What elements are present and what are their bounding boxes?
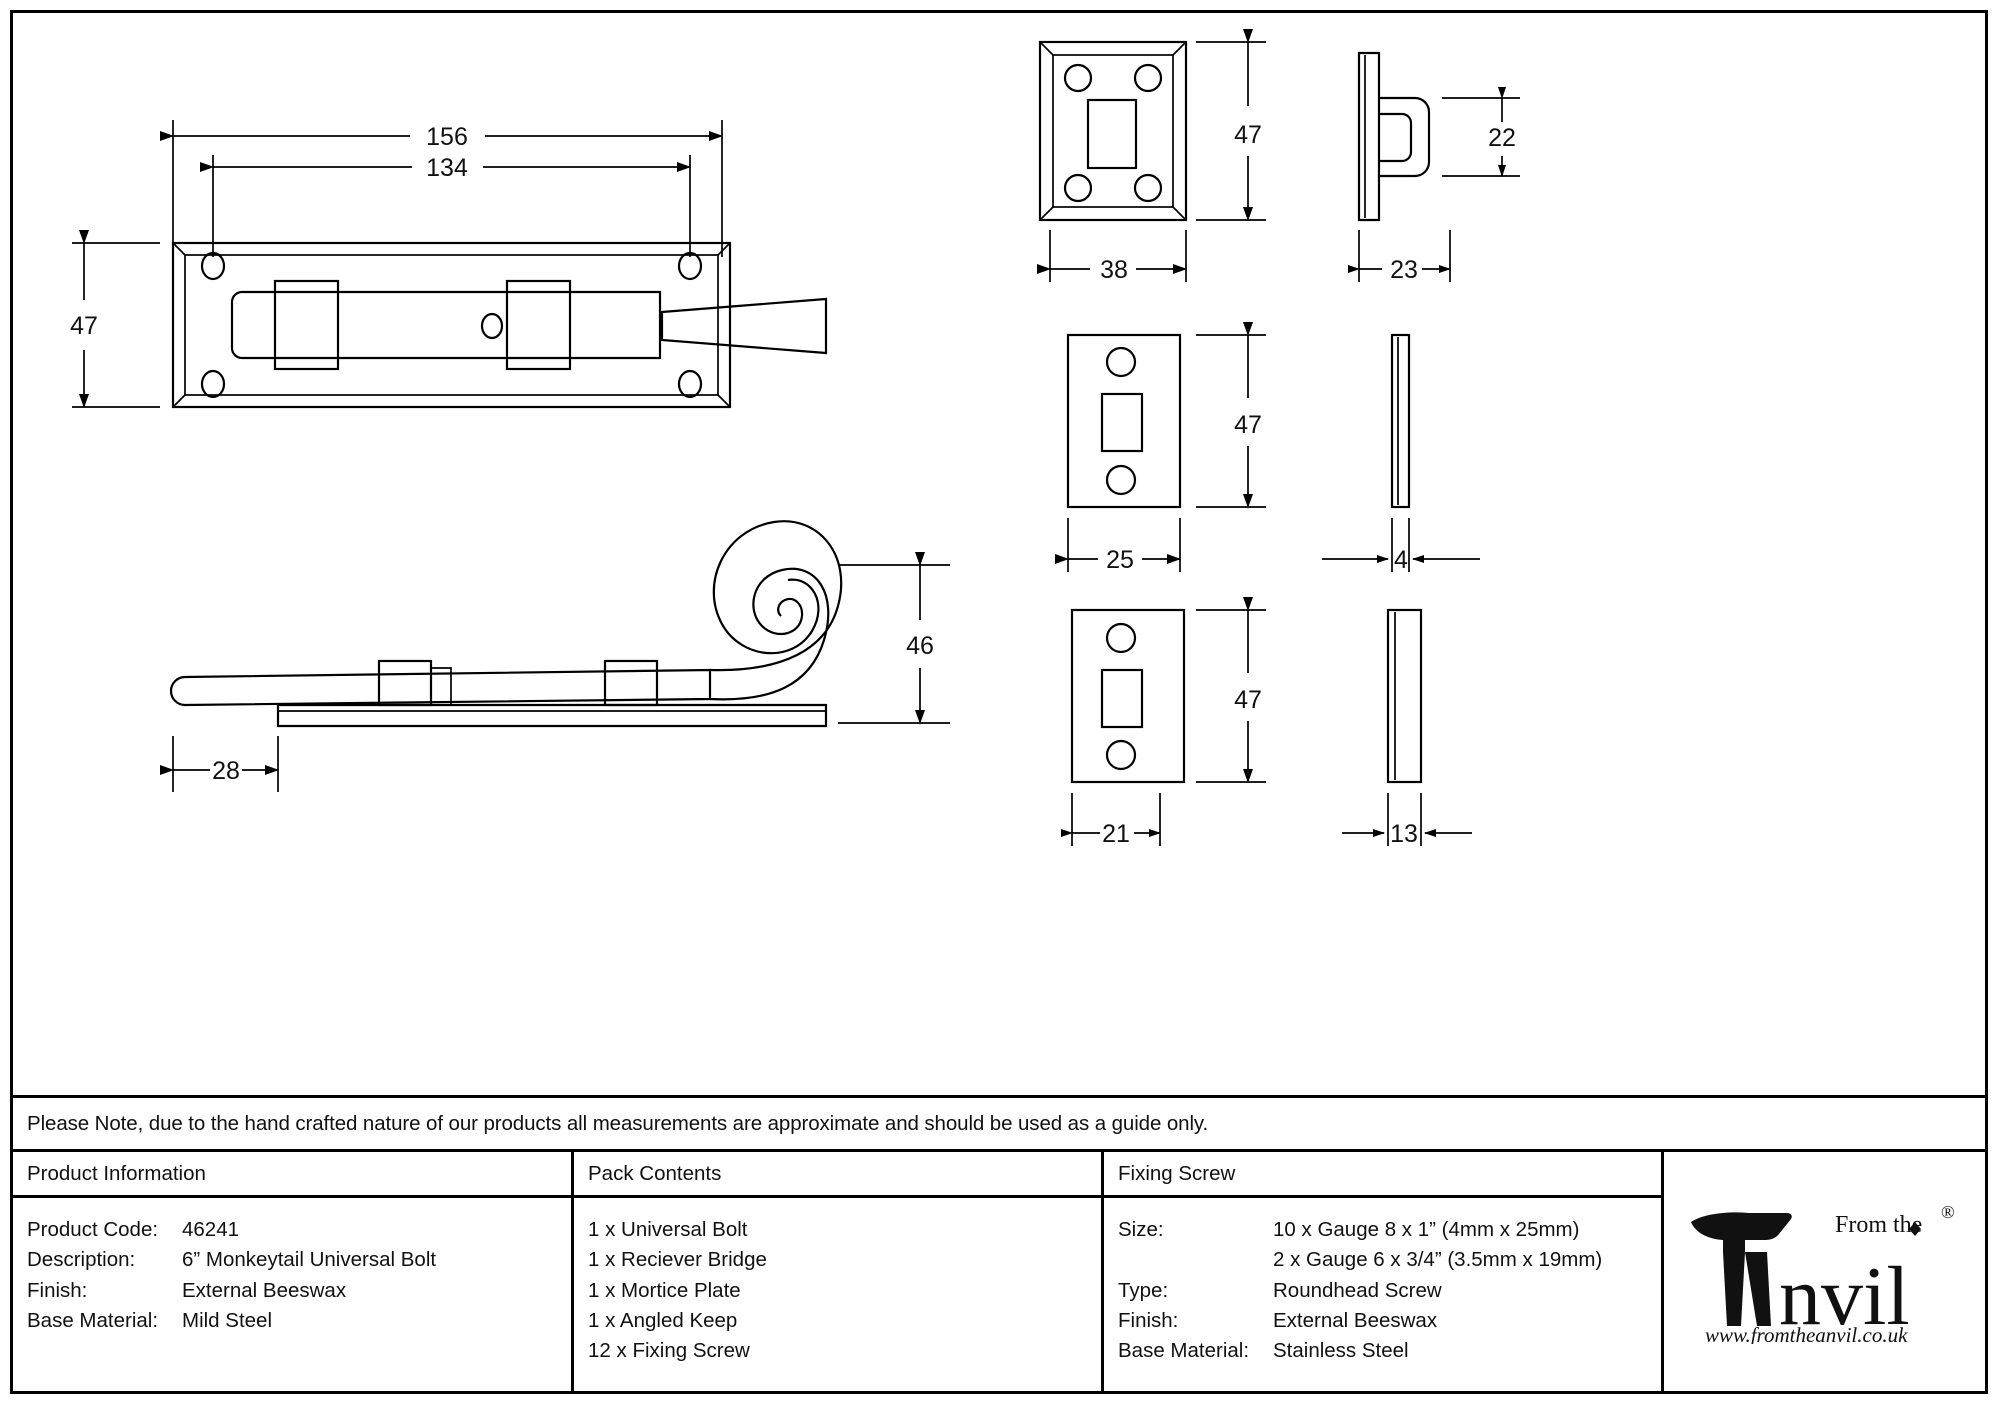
- list-item: 1 x Angled Keep: [588, 1308, 738, 1332]
- please-note-row: Please Note, due to the hand crafted nat…: [13, 1095, 1985, 1149]
- brand-logo-column: nvil From the ® www.fromtheanvil.co.uk: [1664, 1152, 1982, 1391]
- logo-website-text: www.fromtheanvil.co.uk: [1705, 1323, 1908, 1344]
- table-row: Base Material: Mild Steel: [27, 1307, 571, 1334]
- dim-134: 134: [200, 154, 691, 257]
- drawing-area: .ln{stroke:#000;stroke-width:2.2;fill:no…: [10, 10, 1988, 1090]
- svg-text:13: 13: [1390, 820, 1418, 848]
- dim-4: 4: [1322, 518, 1480, 574]
- svg-text:22: 22: [1488, 124, 1516, 152]
- screw-size-value: 10 x Gauge 8 x 1” (4mm x 25mm): [1273, 1218, 1580, 1241]
- svg-text:46: 46: [906, 632, 934, 660]
- svg-text:47: 47: [70, 312, 98, 340]
- dim-22: 22: [1442, 87, 1520, 177]
- page-border: [10, 10, 1988, 1394]
- from-the-anvil-logo: nvil From the ® www.fromtheanvil.co.uk: [1683, 1194, 1963, 1344]
- svg-text:156: 156: [426, 123, 468, 151]
- universal-bolt-monkeytail-side-view: [169, 520, 843, 728]
- svg-text:47: 47: [1234, 686, 1262, 714]
- receiver-bridge-front-view: [1038, 40, 1188, 222]
- fixing-screw-body: Size: 10 x Gauge 8 x 1” (4mm x 25mm) 2 x…: [1104, 1198, 1661, 1391]
- logo-from-the-text: From the: [1835, 1212, 1922, 1238]
- screw-type-value: Roundhead Screw: [1273, 1278, 1442, 1302]
- list-item: 12 x Fixing Screw: [588, 1339, 750, 1362]
- registered-trademark-icon: ®: [1941, 1202, 1955, 1222]
- fixing-screw-heading: Fixing Screw: [1104, 1152, 1661, 1198]
- dim-25: 25: [1055, 518, 1181, 574]
- base-material-value: Mild Steel: [182, 1308, 273, 1332]
- fixing-screw-column: Fixing Screw Size: 10 x Gauge 8 x 1” (4m…: [1104, 1152, 1664, 1391]
- svg-text:23: 23: [1390, 256, 1418, 284]
- screw-base-material-value: Stainless Steel: [1273, 1339, 1409, 1362]
- svg-text:25: 25: [1106, 546, 1134, 574]
- table-row: Base Material: Stainless Steel: [1118, 1337, 1661, 1364]
- pack-contents-column: Pack Contents 1 x Universal Bolt 1 x Rec…: [574, 1152, 1104, 1391]
- dim-28: 28: [160, 736, 279, 792]
- svg-text:nvil: nvil: [1779, 1250, 1910, 1343]
- angled-keep-side-view: [1386, 608, 1423, 784]
- pack-contents-body: 1 x Universal Bolt 1 x Reciever Bridge 1…: [574, 1198, 1101, 1391]
- dim-46: 46: [838, 552, 950, 724]
- svg-text:47: 47: [1234, 121, 1262, 149]
- dim-21: 21: [1061, 793, 1161, 848]
- table-row: 2 x Gauge 6 x 3/4” (3.5mm x 19mm): [1118, 1246, 1661, 1273]
- list-item: 1 x Universal Bolt: [588, 1218, 748, 1241]
- table-row: Size: 10 x Gauge 8 x 1” (4mm x 25mm): [1118, 1216, 1661, 1243]
- svg-text:21: 21: [1102, 820, 1130, 848]
- dim-13: 13: [1342, 793, 1472, 848]
- brand-logo-cell: nvil From the ® www.fromtheanvil.co.uk: [1664, 1152, 1982, 1391]
- product-information-column: Product Information Product Code: 46241 …: [13, 1152, 574, 1391]
- angled-keep-front-view: [1070, 608, 1186, 784]
- list-item: 1 x Mortice Plate: [588, 1278, 741, 1302]
- list-item: 1 x Reciever Bridge: [588, 1248, 767, 1272]
- dim-47-angled-keep: 47: [1196, 597, 1266, 783]
- description-value: 6” Monkeytail Universal Bolt: [182, 1248, 437, 1272]
- information-table: Product Information Product Code: 46241 …: [13, 1149, 1985, 1391]
- mortice-plate-side-view: [1390, 333, 1411, 509]
- svg-text:134: 134: [426, 154, 468, 182]
- table-row: Type: Roundhead Screw: [1118, 1277, 1661, 1304]
- receiver-bridge-side-view: [1357, 51, 1431, 222]
- svg-text:4: 4: [1394, 546, 1408, 574]
- screw-size-label: Size:: [1118, 1218, 1164, 1241]
- dim-23: 23: [1348, 230, 1451, 284]
- screw-type-label: Type:: [1118, 1278, 1169, 1302]
- svg-text:47: 47: [1234, 411, 1262, 439]
- universal-bolt-front-view: [171, 241, 828, 409]
- finish-label: Finish:: [27, 1278, 88, 1302]
- finish-value: External Beeswax: [182, 1278, 347, 1302]
- description-label: Description:: [27, 1248, 136, 1272]
- mortice-plate-front-view: [1066, 333, 1182, 509]
- screw-size-value-continued: 2 x Gauge 6 x 3/4” (3.5mm x 19mm): [1273, 1248, 1603, 1272]
- screw-finish-label: Finish:: [1118, 1308, 1179, 1332]
- screw-finish-value: External Beeswax: [1273, 1308, 1438, 1332]
- product-code-value: 46241: [182, 1218, 240, 1241]
- svg-text:38: 38: [1100, 256, 1128, 284]
- table-row: Product Code: 46241: [27, 1216, 571, 1243]
- dim-47-bolt-height: 47: [70, 230, 160, 408]
- table-row: Description: 6” Monkeytail Universal Bol…: [27, 1246, 571, 1273]
- product-information-body: Product Code: 46241 Description: 6” Monk…: [13, 1198, 571, 1391]
- dim-47-mortice-plate: 47: [1196, 322, 1266, 508]
- screw-base-material-label: Base Material:: [1118, 1339, 1250, 1362]
- please-note-text: Please Note, due to the hand crafted nat…: [27, 1111, 1209, 1135]
- dim-156: 156: [160, 120, 723, 257]
- dim-47-receiver-bridge: 47: [1196, 29, 1266, 221]
- product-code-label: Product Code:: [27, 1218, 159, 1241]
- product-information-heading: Product Information: [13, 1152, 571, 1198]
- table-row: Finish: External Beeswax: [27, 1277, 571, 1304]
- dim-38: 38: [1037, 230, 1187, 284]
- base-material-label: Base Material:: [27, 1308, 159, 1332]
- svg-text:28: 28: [212, 757, 240, 785]
- pack-contents-heading: Pack Contents: [574, 1152, 1101, 1198]
- table-row: Finish: External Beeswax: [1118, 1307, 1661, 1334]
